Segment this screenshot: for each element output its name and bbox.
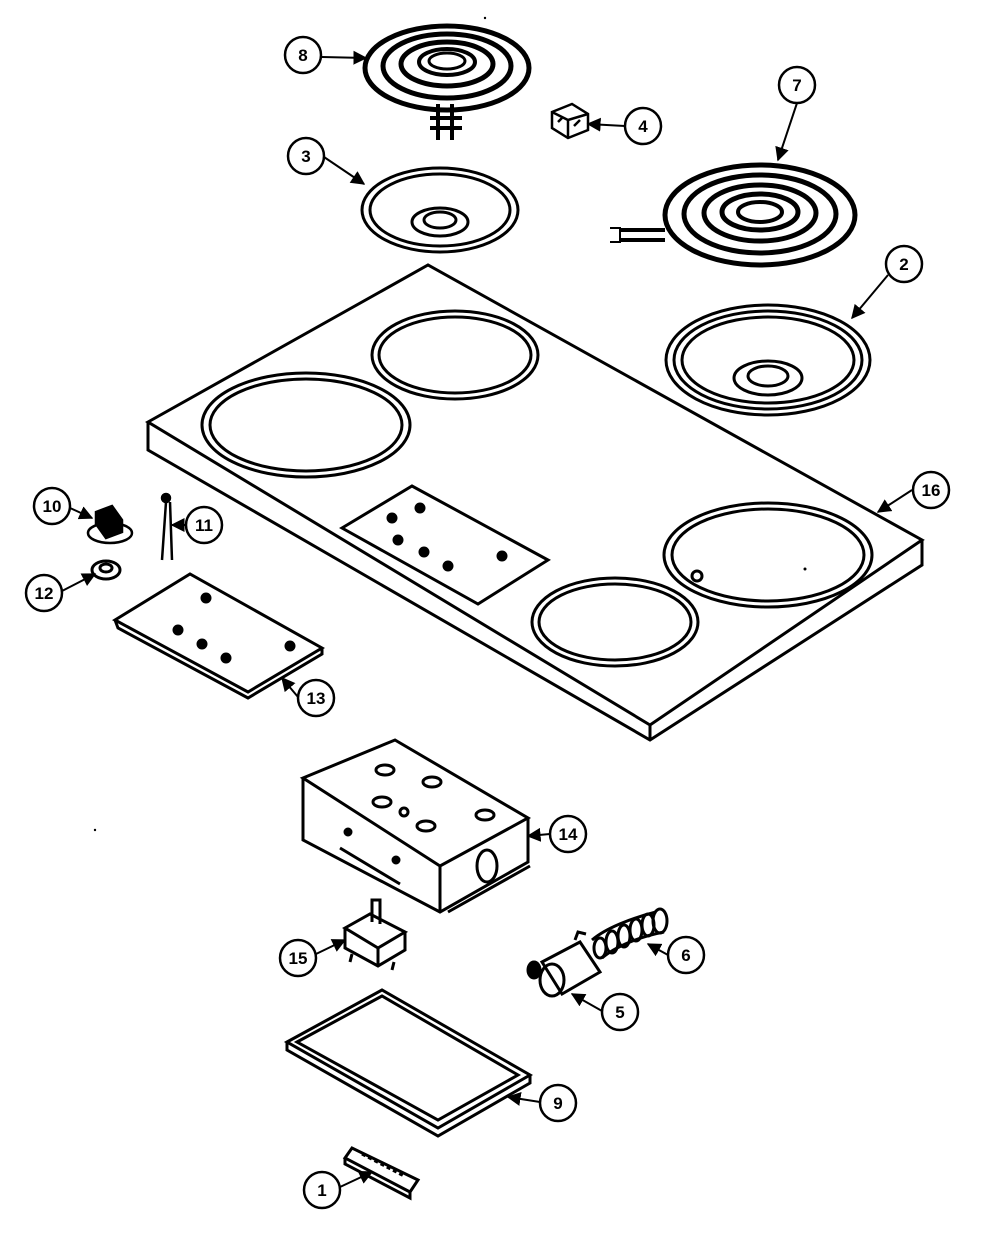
callout-6-label: 6 (681, 946, 690, 965)
leader-lines (61, 50, 913, 1188)
cooktop-tray (283, 988, 534, 1138)
callout-10: 10 (32, 486, 72, 526)
callout-3: 3 (286, 136, 326, 176)
callout-1: 1 (302, 1170, 342, 1210)
callout-7: 7 (777, 65, 817, 105)
callout-6: 6 (666, 935, 706, 975)
callout-2-label: 2 (899, 255, 908, 274)
wire-tie (160, 492, 174, 561)
callout-8-label: 8 (298, 46, 307, 65)
callout-12: 12 (24, 573, 64, 613)
callout-2: 2 (884, 244, 924, 284)
callout-1-label: 1 (317, 1181, 326, 1200)
control-knob (86, 504, 134, 545)
callout-15: 15 (278, 938, 318, 978)
callout-5: 5 (600, 992, 640, 1032)
callout-16-label: 16 (922, 481, 941, 500)
callout-5-label: 5 (615, 1003, 624, 1022)
callout-4: 4 (623, 106, 663, 146)
callout-14-label: 14 (559, 825, 578, 844)
callout-13: 13 (296, 678, 336, 718)
drip-bowl-large (664, 303, 872, 417)
cooktop-main-top (145, 263, 925, 742)
callout-4-label: 4 (638, 117, 648, 136)
knob-spring (90, 559, 122, 581)
callout-3-label: 3 (301, 147, 310, 166)
callout-10-label: 10 (43, 497, 62, 516)
switch-housing (299, 738, 532, 914)
receptacle (526, 930, 603, 998)
drip-bowl-small (360, 166, 520, 254)
callout-15-label: 15 (289, 949, 308, 968)
callout-14: 14 (548, 814, 588, 854)
terminal-block (550, 102, 590, 140)
spring-protector (591, 907, 669, 960)
mounting-bracket (342, 1146, 421, 1201)
infinite-switch (342, 898, 409, 971)
callout-8: 8 (283, 35, 323, 75)
callout-11-label: 11 (195, 516, 213, 535)
callout-12-label: 12 (35, 584, 54, 603)
callout-9: 9 (538, 1083, 578, 1123)
callout-7-label: 7 (792, 76, 801, 95)
callout-9-label: 9 (553, 1094, 562, 1113)
callout-13-label: 13 (307, 689, 326, 708)
callout-11: 11 (184, 505, 224, 545)
callout-16: 16 (911, 470, 951, 510)
surface-element-small (362, 23, 532, 140)
surface-element-large (610, 162, 858, 268)
control-panel-plate (111, 572, 325, 700)
